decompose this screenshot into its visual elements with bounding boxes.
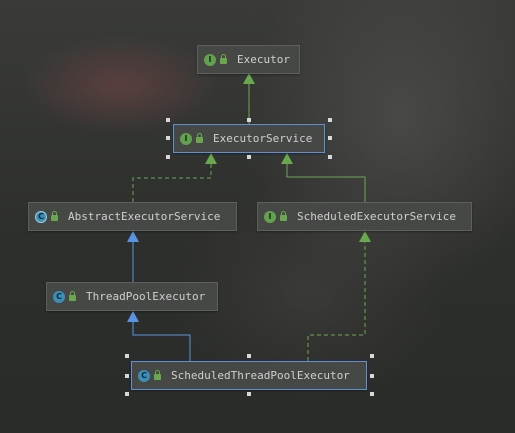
lock-icon [196,133,203,143]
resize-handle[interactable] [370,374,374,378]
node-label: ScheduledThreadPoolExecutor [171,369,350,382]
lock-icon [51,211,58,221]
node-label: ThreadPoolExecutor [86,290,206,303]
resize-handle[interactable] [166,136,170,140]
resize-handle[interactable] [247,392,251,396]
arrowhead [205,153,217,164]
arrowhead [127,231,139,242]
interface-icon: I [204,53,216,66]
node-executor-service[interactable]: I ExecutorService [173,124,325,153]
lock-icon [220,54,227,64]
node-executor[interactable]: I Executor [197,45,300,74]
edge-stpe-tpe[interactable] [132,318,191,361]
resize-handle[interactable] [125,374,129,378]
resize-handle[interactable] [370,354,374,358]
node-label: Executor [237,53,290,66]
class-icon: C [53,290,65,303]
resize-handle[interactable] [328,155,332,159]
edge-abstract-executorservice[interactable] [132,160,212,202]
resize-handle[interactable] [247,118,251,122]
node-label: AbstractExecutorService [68,210,221,223]
resize-handle[interactable] [247,155,251,159]
node-scheduled-executor-service[interactable]: I ScheduledExecutorService [257,202,472,231]
resize-handle[interactable] [125,354,129,358]
node-abstract-executor-service[interactable]: C AbstractExecutorService [28,202,237,231]
resize-handle[interactable] [370,392,374,396]
arrowhead [359,231,371,242]
interface-icon: I [180,132,192,145]
lock-icon [69,291,76,301]
arrowhead [127,311,139,322]
node-scheduled-thread-pool-executor[interactable]: C ScheduledThreadPoolExecutor [131,361,367,390]
edge-scheduledsvc-executorservice[interactable] [286,160,366,202]
resize-handle[interactable] [328,118,332,122]
lock-icon [154,370,161,380]
node-label: ScheduledExecutorService [297,210,456,223]
resize-handle[interactable] [166,155,170,159]
edge-stpe-scheduledsvc[interactable] [307,238,366,361]
resize-handle[interactable] [166,118,170,122]
node-thread-pool-executor[interactable]: C ThreadPoolExecutor [46,282,218,311]
lock-icon [280,211,287,221]
resize-handle[interactable] [125,392,129,396]
interface-icon: I [264,210,276,223]
arrowhead [281,153,293,164]
arrowhead [243,73,255,84]
class-icon: C [138,369,150,382]
abstract-class-icon: C [35,210,47,223]
resize-handle[interactable] [328,136,332,140]
resize-handle[interactable] [247,354,251,358]
node-label: ExecutorService [213,132,313,145]
